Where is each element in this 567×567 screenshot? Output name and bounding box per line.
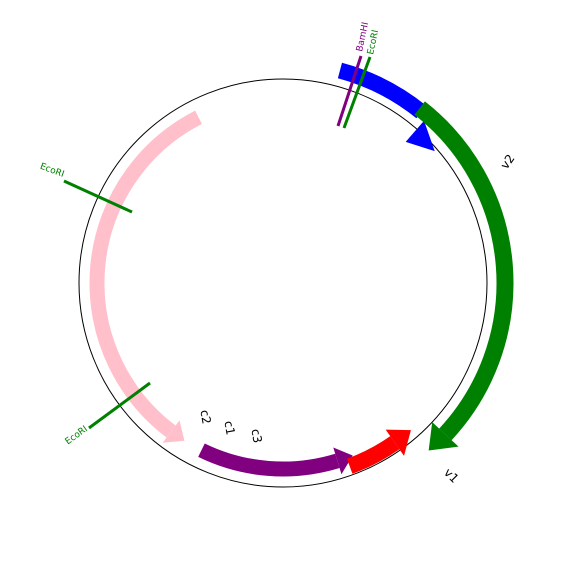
feature-c3: [346, 429, 411, 474]
site-line-ecori-top: [342, 56, 372, 129]
sites-layer: [63, 55, 372, 430]
feature-arrowhead-c2: [162, 420, 185, 443]
feature-arrowhead-v2-mark: [405, 120, 435, 152]
feature-v2: [337, 62, 427, 119]
feature-arc-c2: [89, 110, 202, 438]
feature-c2: [89, 110, 202, 443]
feature-label-c1: c1: [221, 420, 237, 436]
feature-label-c2: c2: [197, 409, 213, 425]
site-line-bamhi-top: [336, 55, 363, 127]
feature-v2-mark: [405, 120, 435, 152]
feature-arc-c3: [346, 436, 400, 474]
feature-arrowhead-c3: [385, 429, 411, 456]
feature-arc-v1: [414, 101, 514, 441]
site-label-ecori-bottom-left: EcoRI: [64, 424, 90, 447]
feature-arc-v2: [337, 62, 427, 119]
site-label-ecori-left: EcoRI: [38, 162, 65, 180]
feature-c1: [198, 443, 353, 477]
plasmid-backbone: [78, 78, 488, 488]
feature-arrowhead-v1: [428, 422, 459, 451]
feature-label-v2: v2: [498, 152, 518, 172]
feature-label-c3: c3: [248, 428, 264, 444]
features-layer: [89, 62, 514, 477]
feature-arrowhead-c1: [333, 447, 353, 475]
site-line-ecori-left: [63, 179, 133, 214]
feature-label-v1: v1: [441, 465, 461, 485]
feature-v1: [414, 101, 514, 451]
site-line-ecori-bottom-left: [88, 381, 151, 430]
feature-arc-c1: [198, 443, 340, 477]
